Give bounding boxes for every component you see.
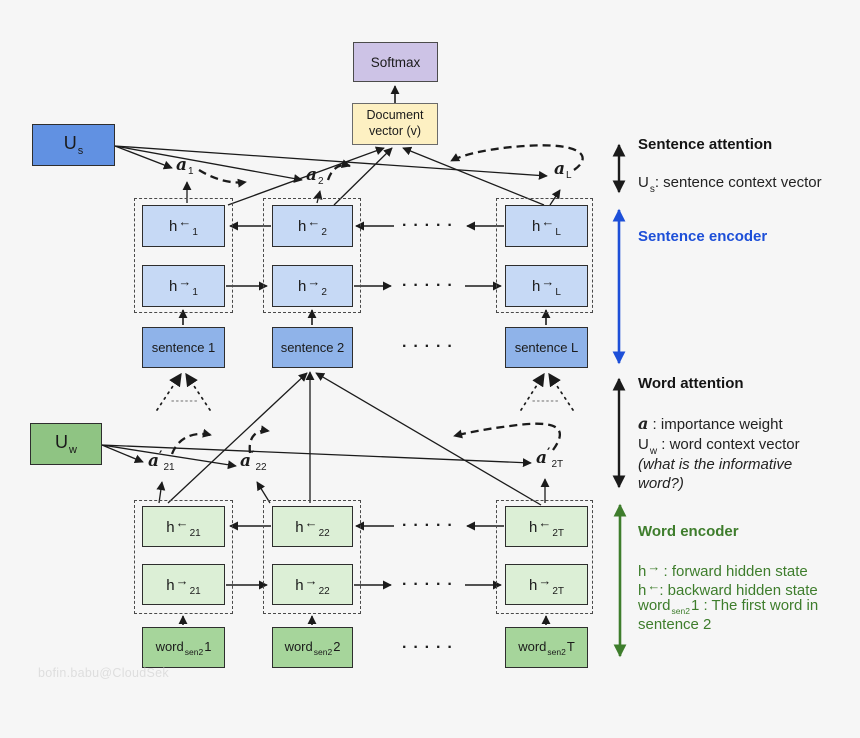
sentence-h-backward-L-box: h←L	[505, 205, 588, 247]
left-arrow-icon: ←	[541, 214, 554, 229]
word-h-forward-2T-box: h→2T	[505, 564, 588, 605]
informative-word-note-line1: (what is the informative	[638, 456, 793, 473]
ellipsis: ·····	[402, 217, 459, 234]
word-attention-dashed-arrows	[170, 422, 561, 455]
sentence-attention-title: Sentence attention	[638, 136, 773, 153]
sentence-h-backward-2-box: h←2	[272, 205, 353, 247]
ellipsis: ·····	[402, 277, 459, 294]
word-h-backward-22-box: h←22	[272, 506, 353, 547]
word-encoder-group-1	[134, 500, 233, 614]
collapsed-attention-dotted	[156, 372, 574, 411]
left-arrow-icon: ←	[538, 514, 551, 530]
word-attention-weight-22: a′22	[240, 449, 267, 473]
right-arrow-icon: →	[175, 572, 189, 588]
backward-hidden-state-description: h←: backward hidden state	[638, 578, 818, 599]
word-sen2-description-line2: sentence 2	[638, 616, 712, 633]
word-encoder-chain-arrows	[226, 521, 504, 590]
left-arrow-icon: ←	[647, 578, 660, 593]
word-sen2-T-box: wordsen2T	[505, 627, 588, 668]
us-description: Us: sentence context vector	[638, 174, 822, 195]
word-sen2-1-box: wordsen21	[142, 627, 225, 668]
sentence-h-forward-2-box: h→2	[272, 265, 353, 307]
right-arrow-icon: →	[307, 274, 320, 289]
document-vector-box: Document vector (v)	[352, 103, 438, 145]
word-context-vector-box: Uw	[30, 423, 102, 465]
sentence-attention-weight-2: a2	[306, 165, 324, 187]
right-arrow-icon: →	[304, 572, 318, 588]
word-h-backward-2T-box: h←2T	[505, 506, 588, 547]
sentence-attention-dashed-arrows	[198, 144, 584, 188]
softmax-label: Softmax	[370, 54, 421, 70]
word-sen2-description-line1: wordsen21 : The first word in	[638, 597, 819, 616]
document-vector-label: Document vector (v)	[366, 108, 424, 138]
alpha-description: a : importance weight	[638, 414, 783, 433]
us-label: Us	[63, 133, 84, 157]
word-encoder-title: Word encoder	[638, 523, 739, 540]
word-encoder-group-2	[263, 500, 361, 614]
input-arrows	[178, 309, 551, 625]
right-arrow-icon: →	[647, 559, 660, 574]
informative-word-note-line2: word?)	[638, 475, 684, 492]
sentence-L-box: sentence L	[505, 327, 588, 368]
softmax-box: Softmax	[353, 42, 438, 82]
sentence-context-vector-box: Us	[32, 124, 115, 166]
section-span-arrows	[612, 143, 627, 658]
sentence-h-forward-L-box: h→L	[505, 265, 588, 307]
right-arrow-icon: →	[178, 274, 191, 289]
right-arrow-icon: →	[538, 572, 551, 588]
word-encoder-group-T	[496, 500, 593, 614]
sentence-encoder-title: Sentence encoder	[638, 228, 768, 245]
word-attention-weight-21: a′21	[148, 449, 175, 473]
ellipsis: ·····	[402, 576, 459, 593]
ellipsis: ·····	[402, 338, 459, 355]
uw-description: Uw : word context vector	[638, 436, 800, 457]
word-h-forward-22-box: h→22	[272, 564, 353, 605]
left-arrow-icon: ←	[178, 214, 191, 229]
sentence-2-box: sentence 2	[272, 327, 353, 368]
left-arrow-icon: ←	[175, 514, 189, 530]
sentence-attention-weight-L: aL	[554, 159, 572, 181]
left-arrow-icon: ←	[307, 214, 320, 229]
word-attention-title: Word attention	[638, 375, 744, 392]
uw-label: Uw	[55, 432, 77, 456]
watermark: bofin.babu@CloudSek	[38, 666, 169, 680]
sentence-1-box: sentence 1	[142, 327, 225, 368]
ellipsis: ·····	[402, 639, 459, 656]
sentence-attention-lines	[114, 145, 561, 206]
ellipsis: ·····	[402, 517, 459, 534]
word-h-backward-21-box: h←21	[142, 506, 225, 547]
word-h-forward-21-box: h→21	[142, 564, 225, 605]
sentence-attention-weight-1: a1	[176, 155, 194, 177]
word-attention-lines	[101, 371, 550, 506]
sentence-h-forward-1-box: h→1	[142, 265, 225, 307]
right-arrow-icon: →	[541, 274, 554, 289]
word-sen2-2-box: wordsen22	[272, 627, 353, 668]
word-attention-weight-2T: a′2T	[536, 446, 564, 470]
left-arrow-icon: ←	[304, 514, 318, 530]
sentence-h-backward-1-box: h←1	[142, 205, 225, 247]
forward-hidden-state-description: h→ : forward hidden state	[638, 559, 808, 580]
